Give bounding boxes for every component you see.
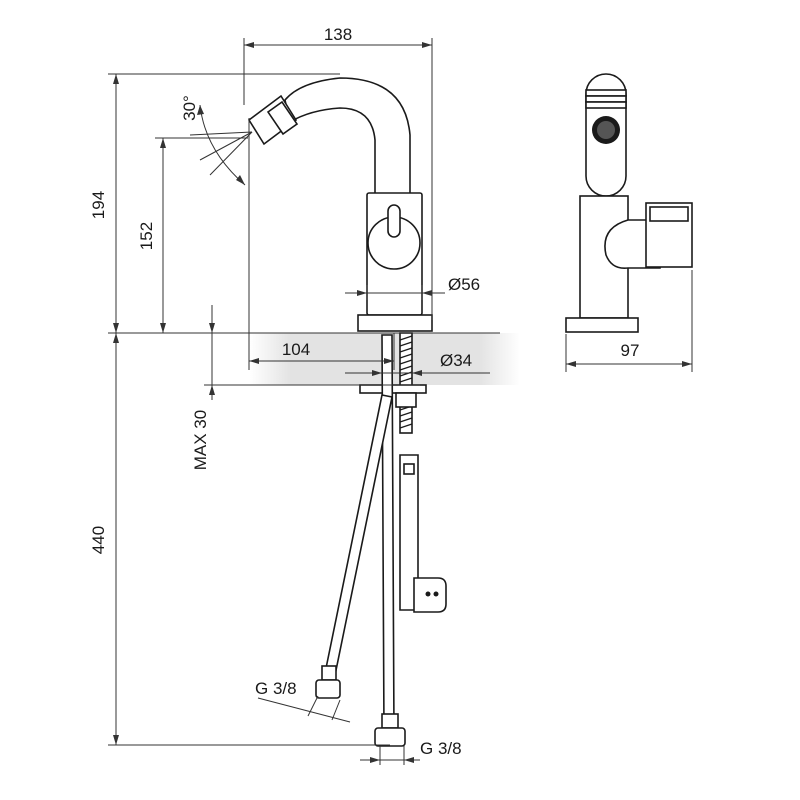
dim-hole-diameter: Ø34 <box>440 351 472 370</box>
dim-thread-right: G 3/8 <box>420 739 462 758</box>
dim-angle: 30° <box>180 95 199 121</box>
dim-height-outlet: 152 <box>137 222 156 250</box>
faucet-front-view <box>247 77 447 747</box>
faucet-side-view <box>565 73 693 333</box>
fitting-right <box>374 713 406 747</box>
handle-lever <box>387 204 401 238</box>
fixing-nut <box>395 392 417 408</box>
dim-body-diameter: Ø56 <box>448 275 480 294</box>
dim-deck-thickness: MAX 30 <box>191 410 210 470</box>
dim-reach: 104 <box>282 340 310 359</box>
dim-hose-length: 440 <box>89 526 108 554</box>
dim-height-spout: 194 <box>89 191 108 219</box>
hose-diagonal <box>323 394 393 681</box>
dim-width-total: 138 <box>324 25 352 44</box>
dimension-lines <box>108 38 693 765</box>
fitting-left <box>315 665 341 699</box>
aerator <box>247 94 299 146</box>
dim-thread-left: G 3/8 <box>255 679 297 698</box>
dim-side-depth: 97 <box>621 341 640 360</box>
